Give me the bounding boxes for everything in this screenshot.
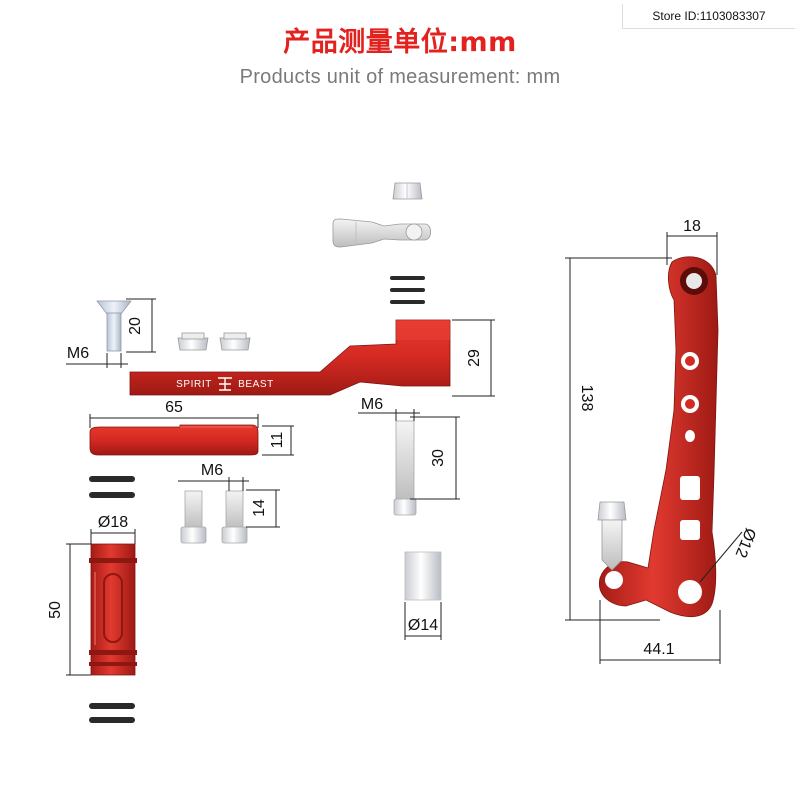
arm-height-dimension: [452, 319, 495, 397]
main-arm: [129, 319, 451, 396]
lever-rod-end: [597, 501, 627, 571]
flange-nut-left: [177, 332, 209, 351]
countersunk-bolt: [96, 300, 132, 352]
grip-diameter-label: Ø18: [98, 514, 128, 531]
lever-dimension-lines: [565, 232, 743, 664]
spacer-thread-label: M6: [201, 462, 223, 479]
plate-width-label: 65: [165, 399, 183, 416]
o-rings-bottom: [89, 703, 135, 723]
grip-length-label: 50: [47, 601, 64, 619]
spirit-beast-logo: SPIRIT BEAST: [176, 377, 274, 391]
long-pin: [393, 420, 417, 516]
spring-icon: [390, 276, 425, 304]
grip-dimension-lines: [66, 529, 136, 676]
lever-top-width-label: 18: [683, 218, 701, 235]
arm-plate: [89, 424, 259, 456]
top-nut: [392, 182, 423, 200]
sleeve-dimension-lines: [404, 602, 442, 640]
o-rings-top: [89, 476, 135, 498]
lever-base-width-label: 44.1: [643, 641, 674, 658]
spacer-length-label: 14: [251, 499, 268, 517]
brand-right-text: BEAST: [238, 379, 274, 390]
assembled-lever: [598, 256, 719, 618]
lever-height-label: 138: [578, 385, 595, 412]
store-id-label: Store ID:1103083307: [622, 4, 795, 29]
bolt-thread-label: M6: [67, 345, 89, 362]
arm-height-label: 29: [466, 349, 483, 367]
brand-left-text: SPIRIT: [176, 379, 212, 390]
pin-dimension-lines: [358, 409, 460, 500]
plate-thickness-label: 11: [269, 432, 286, 449]
bolt-length-label: 20: [127, 317, 144, 335]
plate-dimension-lines: [89, 414, 294, 456]
sleeve: [404, 551, 442, 601]
pin-thread-label: M6: [361, 396, 383, 413]
spacer-right: [221, 490, 248, 544]
bolt-dimension-lines: [66, 298, 156, 368]
spacer-dimension-lines: [178, 477, 280, 528]
pin-length-label: 30: [430, 449, 447, 467]
flange-nut-right: [219, 332, 251, 351]
rod-end: [332, 218, 432, 248]
grip-sleeve: [89, 543, 137, 676]
spacer-left: [180, 490, 207, 544]
page-subtitle: Products unit of measurement: mm: [239, 66, 561, 88]
page-title: 产品测量单位:mm: [283, 27, 517, 58]
sleeve-diameter-label: Ø14: [408, 617, 438, 634]
lever-hole-diameter-label: Ø12: [732, 525, 759, 560]
